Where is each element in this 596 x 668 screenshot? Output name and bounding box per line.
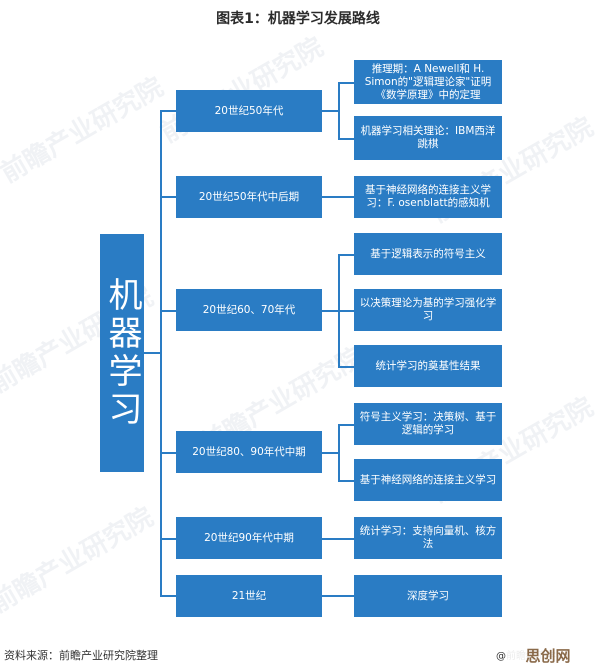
branch-line: [338, 82, 340, 140]
era-box-1950s: 20世纪50年代: [176, 90, 322, 132]
connector: [338, 480, 354, 482]
connector: [338, 366, 354, 368]
leaf-box-deep-learning: 深度学习: [354, 575, 502, 617]
connector: [338, 138, 354, 140]
connector: [322, 538, 354, 540]
connector: [160, 310, 176, 312]
era-box-1960s-70s: 20世纪60、70年代: [176, 289, 322, 331]
connector: [338, 254, 354, 256]
connector: [144, 352, 160, 354]
connector: [160, 595, 176, 597]
connector: [160, 110, 176, 112]
leaf-box-connectionist-learning: 基于神经网络的连接主义学习: [354, 459, 502, 501]
leaf-box-ibm-checkers: 机器学习相关理论：IBM西洋跳棋: [354, 116, 502, 160]
connector: [322, 595, 354, 597]
connector: [160, 538, 176, 540]
connector: [160, 196, 176, 198]
watermark: 前瞻产业研究院: [0, 72, 169, 190]
trunk-line: [160, 110, 162, 597]
leaf-box-perceptron: 基于神经网络的连接主义学习：F. osenblatt的感知机: [354, 176, 502, 218]
connector: [322, 452, 338, 454]
leaf-box-symbolism: 基于逻辑表示的符号主义: [354, 233, 502, 275]
source-note: 资料来源：前瞻产业研究院整理: [4, 649, 158, 662]
connector: [322, 310, 338, 312]
leaf-box-symbolic-learning: 符号主义学习：决策树、基于逻辑的学习: [354, 403, 502, 445]
chart-title: 图表1：机器学习发展路线: [216, 11, 380, 27]
branch-line: [338, 424, 340, 482]
connector: [160, 452, 176, 454]
leaf-box-statistical-learning-foundations: 统计学习的奠基性结果: [354, 345, 502, 387]
connector: [338, 82, 354, 84]
era-box-1980s-90s: 20世纪80、90年代中期: [176, 431, 322, 473]
connector: [338, 310, 354, 312]
root-node-machine-learning: 机器学习: [100, 234, 144, 472]
watermark: 前瞻产业研究院: [0, 502, 159, 620]
era-box-mid-1990s: 20世纪90年代中期: [176, 517, 322, 559]
era-box-late-1950s: 20世纪50年代中后期: [176, 176, 322, 218]
brand-logo: 思创网: [506, 646, 590, 666]
era-box-21st-century: 21世纪: [176, 575, 322, 617]
connector: [322, 110, 338, 112]
leaf-box-svm-kernel: 统计学习：支持向量机、核方法: [354, 517, 502, 559]
leaf-box-logic-theorist: 推理期：A Newell和 H. Simon的"逻辑理论家"证明《数学原理》中的…: [354, 60, 502, 104]
connector: [322, 196, 354, 198]
leaf-box-decision-theory: 以决策理论为基的学习强化学习: [354, 289, 502, 331]
connector: [338, 424, 354, 426]
